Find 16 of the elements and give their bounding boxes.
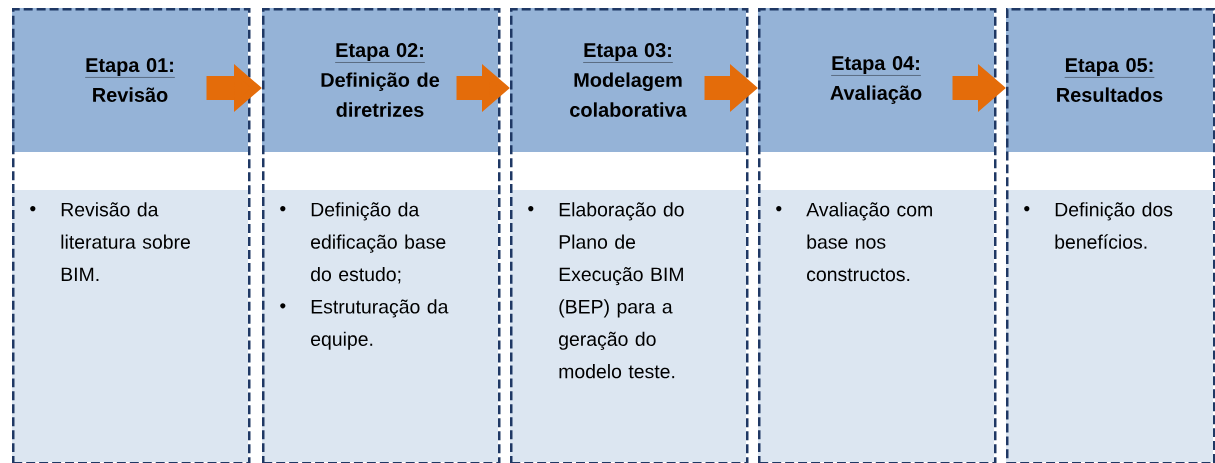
stage-heading: Etapa 03: [582,43,674,63]
bullet-text: Estruturação da equipe. [311,299,449,350]
stage-heading: Etapa 01: [84,58,176,78]
bullet-text: Avaliação com base nos constructos. [806,202,932,282]
bullet-text: Definição da edificação base do estudo; [311,202,446,284]
stage-heading: Etapa 04: [830,56,922,76]
stage-title: Avaliação [830,85,922,104]
stage-title: Definição de diretrizes [321,72,440,117]
stage-heading: Etapa 05: [1064,58,1155,78]
bullet-text: Definição dos benefícios. [1055,202,1173,249]
bullet-text: Revisão da literatura sobre BIM. [61,202,190,282]
bullet-text: Elaboração do Plano de Execução BIM (BEP) para a geração do modelo teste. [559,202,684,379]
stage-title: Modelagem colaborativa [570,72,687,117]
stage-heading: Etapa 02: [334,43,426,63]
stage-title: Revisão [93,87,168,102]
stage-title: Resultados [1057,87,1163,102]
